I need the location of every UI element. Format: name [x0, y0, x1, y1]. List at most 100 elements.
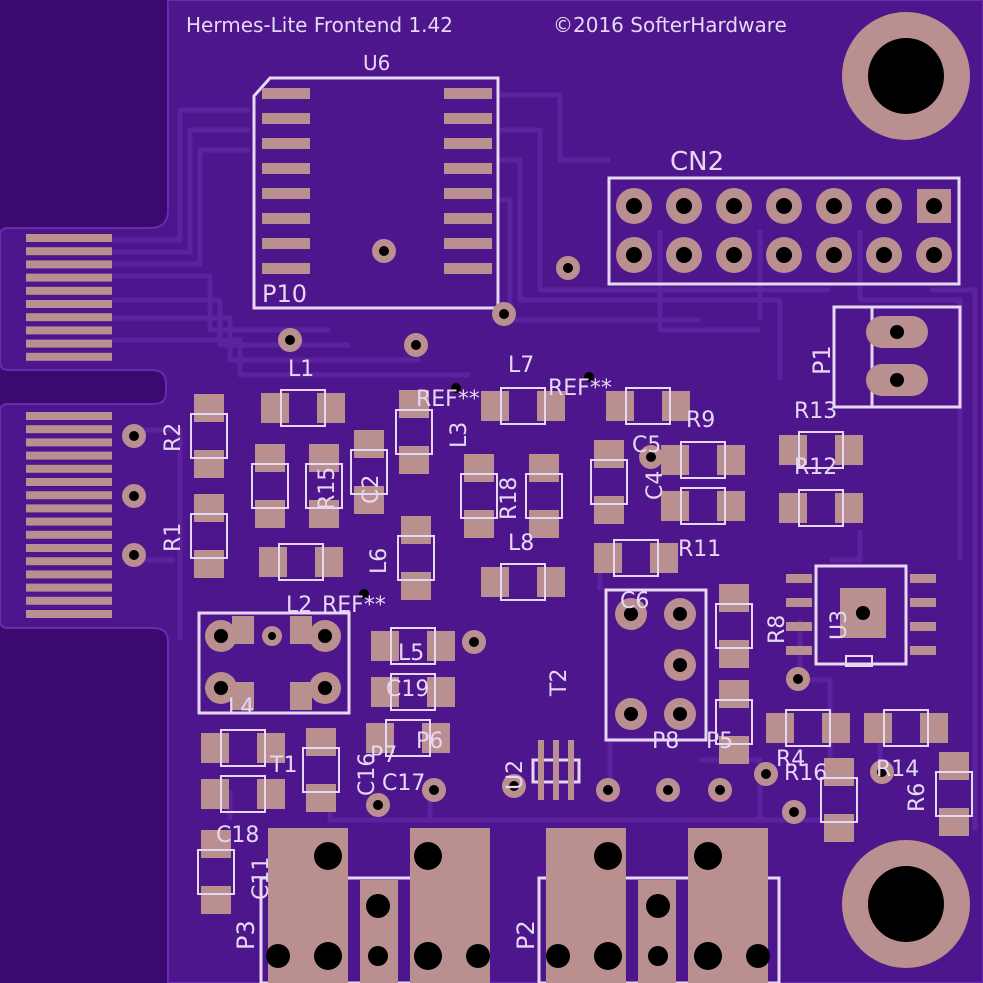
smd-outline: [680, 441, 726, 479]
via-hole: [285, 335, 295, 345]
u6-pad-left: [262, 263, 310, 274]
label-p1: P1: [808, 345, 836, 375]
via-hole: [373, 800, 383, 810]
cn2-pin-hole: [876, 198, 892, 214]
smd-pad: [306, 784, 336, 812]
smd-outline: [798, 431, 844, 469]
smd-outline: [390, 673, 436, 711]
label-p7: P7: [370, 743, 397, 768]
smd-pad: [835, 435, 863, 465]
via-hole: [877, 767, 887, 777]
u2-package: [531, 740, 581, 800]
smd-outline: [251, 463, 289, 509]
smd-pad: [309, 444, 339, 472]
via-hole: [129, 431, 139, 441]
smd-pad: [309, 500, 339, 528]
via-hole: [603, 785, 613, 795]
smd-pad: [354, 486, 384, 514]
smd-part: [197, 830, 235, 914]
via-hole: [715, 785, 725, 795]
smd-pad: [194, 450, 224, 478]
smd-outline: [350, 449, 388, 495]
u6-pad-left: [262, 88, 310, 99]
edge-finger-upper: [26, 352, 112, 361]
u6-pad-left: [262, 213, 310, 224]
smd-outline: [500, 387, 546, 425]
smd-part: [460, 454, 498, 538]
label-ref-1: REF**: [416, 387, 480, 412]
label-r4: R4: [776, 747, 805, 772]
edge-finger-upper: [26, 300, 112, 308]
smd-pad: [835, 493, 863, 523]
edge-finger-lower: [26, 583, 112, 592]
smd-part: [395, 390, 433, 474]
smd-pad: [719, 680, 749, 708]
label-r8: R8: [765, 615, 790, 644]
u6-pad-left: [262, 138, 310, 149]
cn2-pin-hole: [626, 198, 642, 214]
smd-pad: [371, 677, 399, 707]
label-r16: R16: [784, 761, 827, 786]
edge-finger-lower: [26, 464, 112, 473]
smd-part: [481, 387, 565, 425]
u3-package: [786, 564, 936, 667]
via-hole: [129, 550, 139, 560]
label-u3: U3: [827, 610, 852, 640]
smd-part: [190, 494, 228, 578]
smd-pad: [824, 814, 854, 842]
smd-part: [820, 758, 858, 842]
smd-components: [190, 387, 973, 914]
mounting-hole-top: [842, 12, 970, 140]
edge-finger-lower: [26, 478, 112, 486]
smd-outline: [280, 389, 326, 427]
smd-part: [190, 394, 228, 478]
label-r15: R15: [315, 467, 340, 510]
via-hole: [429, 785, 439, 795]
smd-outline: [305, 463, 343, 509]
u6-pad-left: [262, 113, 310, 124]
smd-part: [397, 516, 435, 600]
via-hole: [793, 674, 803, 684]
cn2-pin-hole: [876, 247, 892, 263]
smd-pad: [427, 677, 455, 707]
label-r1: R1: [161, 523, 186, 552]
smd-part: [594, 539, 678, 577]
label-c16: C16: [355, 753, 380, 796]
smd-outline: [220, 775, 266, 813]
smd-pad: [661, 445, 689, 475]
silkscreen-labels: Hermes-Lite Frontend 1.42 ©2016 SofterHa…: [161, 13, 930, 950]
edge-finger-upper: [26, 234, 112, 242]
u6-pad-right: [444, 213, 492, 224]
cn2-pin-hole: [626, 247, 642, 263]
smd-part: [525, 454, 563, 538]
smd-pad: [464, 454, 494, 482]
cn2-pin-hole: [676, 247, 692, 263]
edge-finger-lower: [26, 557, 112, 566]
label-c6: C6: [620, 589, 649, 614]
edge-finger-lower: [26, 504, 112, 513]
label-p6: P6: [416, 729, 443, 754]
label-c2: C2: [359, 475, 384, 504]
u6-package: [252, 76, 500, 310]
label-t1: T1: [269, 753, 297, 778]
cn2-pin-hole: [826, 247, 842, 263]
smd-pad: [194, 494, 224, 522]
edge-finger-upper: [26, 273, 112, 282]
edge-finger-upper: [26, 260, 112, 269]
smd-pad: [464, 510, 494, 538]
via-hole: [663, 785, 673, 795]
via-hole: [789, 807, 799, 817]
smd-part: [606, 387, 690, 425]
smd-pad: [194, 394, 224, 422]
smd-outline: [590, 459, 628, 505]
smd-pad: [366, 723, 394, 753]
edge-finger-lower: [26, 412, 112, 420]
label-p10: P10: [262, 280, 307, 308]
label-r13: R13: [794, 399, 837, 424]
smd-pad: [481, 567, 509, 597]
u6-pad-left: [262, 163, 310, 174]
smd-part: [259, 543, 343, 581]
cn2-pin-hole: [676, 198, 692, 214]
vias: [122, 239, 894, 824]
smd-outline: [190, 413, 228, 459]
